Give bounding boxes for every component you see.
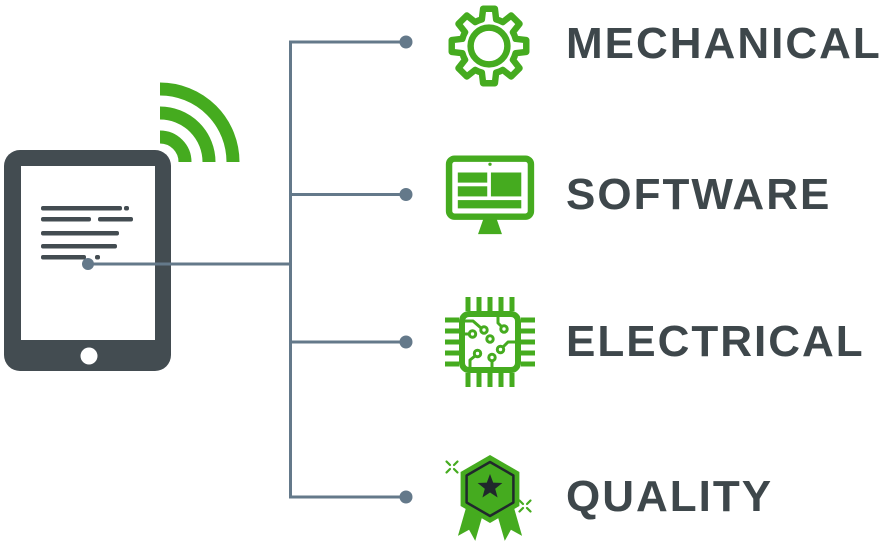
label-electrical: ELECTRICAL — [566, 317, 865, 366]
wifi-arc-medium — [159, 106, 216, 163]
gear-outline — [448, 5, 530, 87]
label-mechanical: MECHANICAL — [566, 19, 882, 68]
tablet-screen — [21, 166, 155, 340]
gear-icon — [448, 5, 530, 87]
badge-sparkles — [445, 460, 532, 513]
badge-inner-ring — [465, 460, 515, 518]
label-software: SOFTWARE — [566, 170, 832, 219]
connector-dot-tablet — [82, 258, 94, 270]
gear-hub — [467, 24, 511, 68]
circuit-chip-icon — [445, 297, 535, 387]
connector-dot-electrical — [399, 335, 413, 349]
badge-star — [477, 474, 503, 498]
monitor-camera-dot — [488, 162, 492, 166]
chip-pins — [445, 297, 535, 387]
monitor-software-icon — [445, 155, 535, 235]
tablet-screen-text-lines — [41, 206, 133, 260]
connector-dot-software — [399, 188, 413, 201]
tablet-home-button — [80, 347, 98, 365]
wifi-signal-icon — [159, 82, 240, 163]
chip-circuit-traces — [463, 315, 517, 369]
connector-dot-quality — [399, 490, 413, 504]
wifi-arc-large — [159, 82, 240, 163]
monitor-screen-blocks — [457, 172, 522, 209]
award-badge-icon — [445, 455, 532, 541]
wifi-arc-small — [159, 130, 192, 163]
label-quality: QUALITY — [566, 472, 774, 521]
connector-dot-mechanical — [399, 35, 413, 49]
monitor-stand — [478, 215, 502, 235]
